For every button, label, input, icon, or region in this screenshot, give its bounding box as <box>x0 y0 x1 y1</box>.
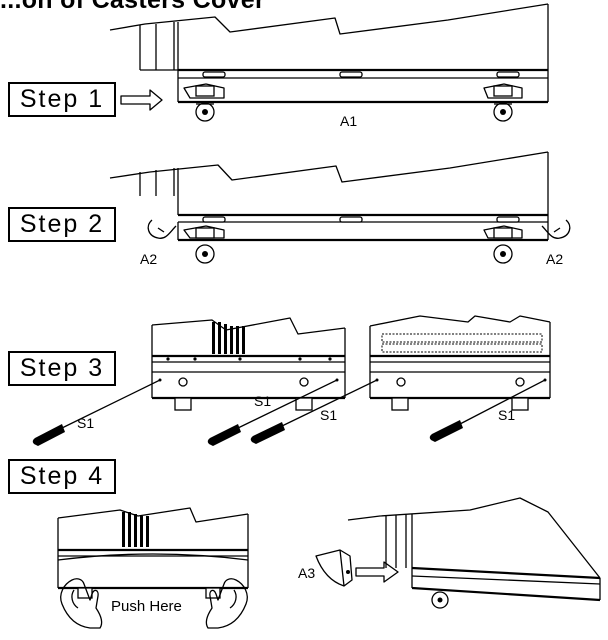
callout-a2-right: A2 <box>546 251 564 267</box>
callout-s1-first: S1 <box>77 415 95 431</box>
step2-cabinet-drawing <box>109 151 571 264</box>
step4-right-panel-drawing <box>315 497 601 609</box>
step-1-label: Step 1 <box>8 82 116 117</box>
step-2-label: Step 2 <box>8 207 116 242</box>
step4-left-panel-drawing <box>57 507 249 629</box>
step3-right-panel-drawing <box>250 315 551 444</box>
step1-cabinet-drawing <box>109 3 549 122</box>
callout-a1: A1 <box>340 113 358 129</box>
callout-s1-fourth: S1 <box>498 407 516 423</box>
step-3-label: Step 3 <box>8 351 116 386</box>
callout-a3: A3 <box>298 565 316 581</box>
step-4-label: Step 4 <box>8 459 116 494</box>
callout-a2-left: A2 <box>140 251 158 267</box>
callout-push-here: Push Here <box>111 598 182 615</box>
step3-left-panel-drawing <box>32 317 346 446</box>
callout-s1-third: S1 <box>320 407 338 423</box>
diagram-title: ...on of Casters Cover <box>0 0 265 14</box>
